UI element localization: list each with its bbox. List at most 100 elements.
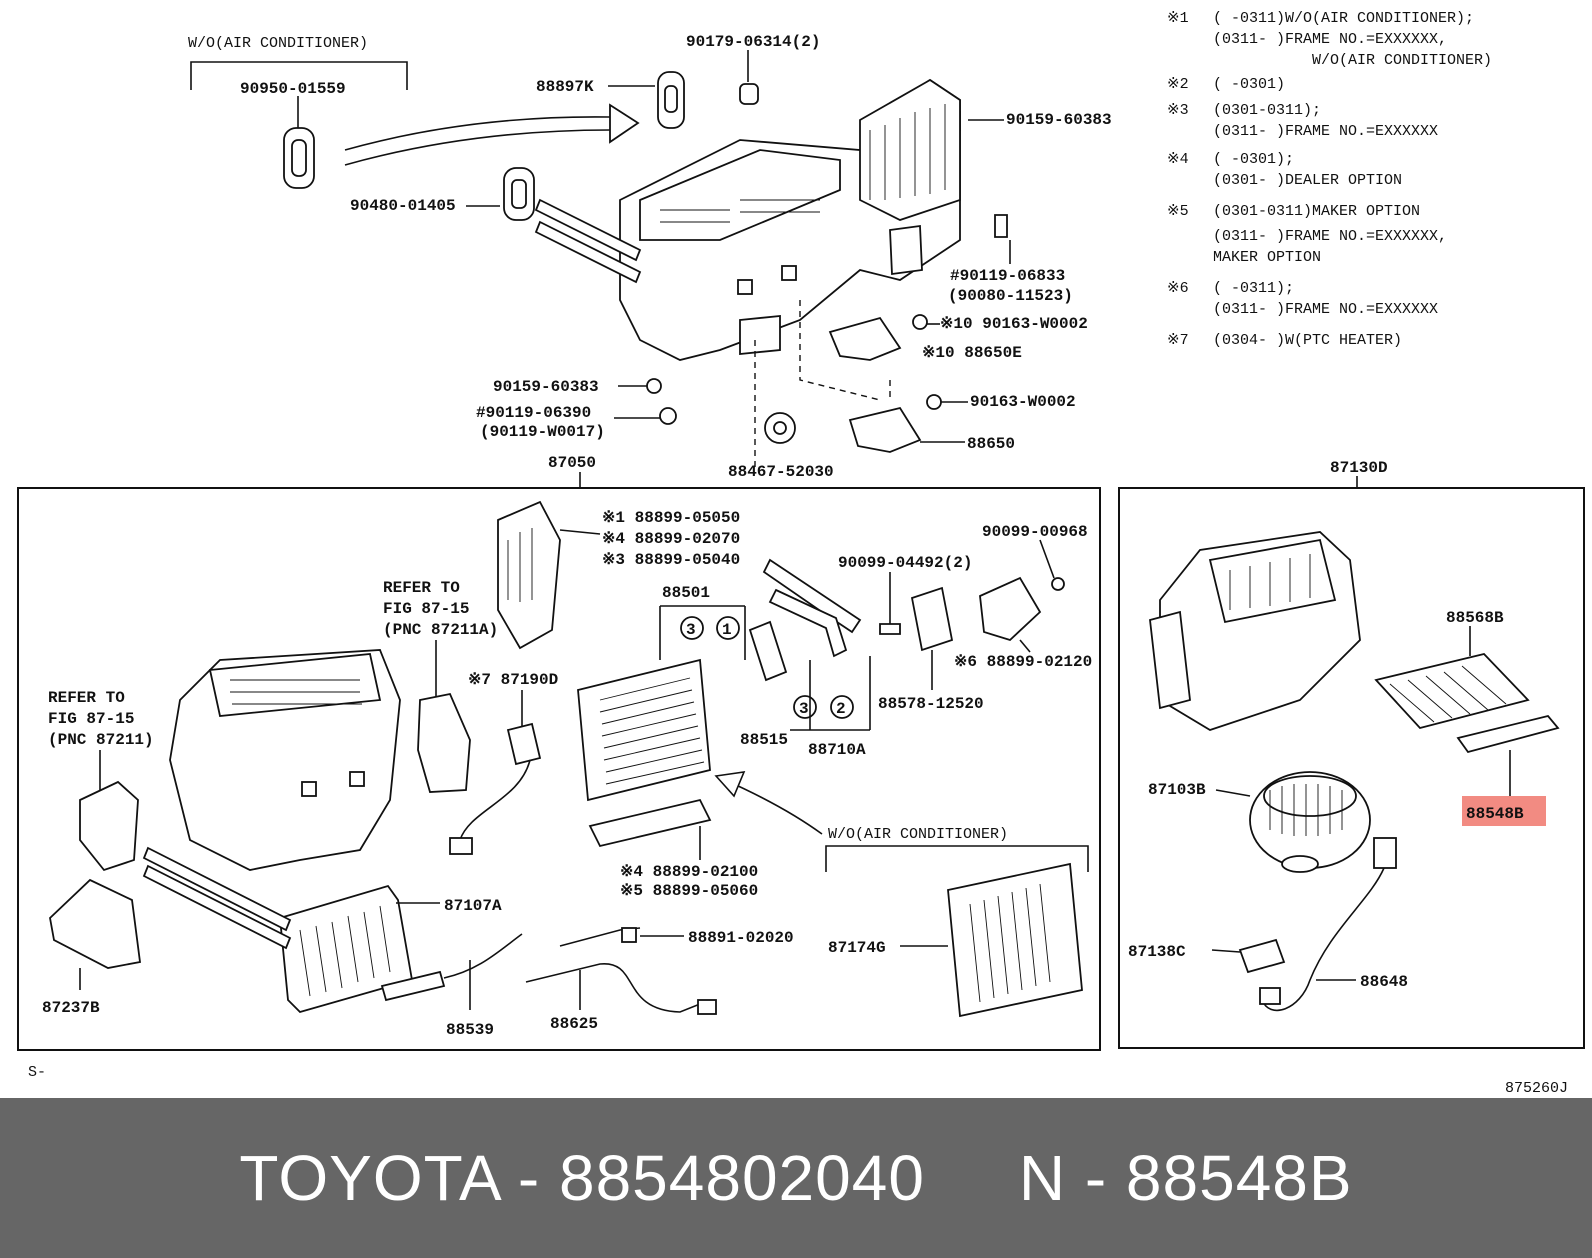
label-10-88650E[interactable]: ※10 88650E: [922, 344, 1022, 362]
label-87103B[interactable]: 87103B: [1148, 781, 1206, 799]
part-88578-12520[interactable]: [910, 586, 954, 652]
pipe-part[interactable]: [762, 558, 862, 634]
parts-diagram: W/O(AIR CONDITIONER) 90950-01559 90179-0…: [17, 10, 1585, 1097]
part-87174G[interactable]: [947, 862, 1083, 1018]
label-87237B[interactable]: 87237B: [42, 999, 100, 1017]
part-87190D[interactable]: [506, 722, 542, 766]
fig-87-15-2[interactable]: FIG 87-15: [48, 710, 134, 728]
blower-housing[interactable]: [1149, 531, 1361, 731]
corner-right-code: 875260J: [1505, 1080, 1568, 1097]
part-87138C[interactable]: [1238, 938, 1286, 974]
label-88548B[interactable]: 88548B: [1466, 805, 1524, 823]
label-6-88899-02120[interactable]: ※6 88899-02120: [954, 653, 1092, 671]
connector-88648-b: [1259, 987, 1281, 1005]
box-right-title[interactable]: 87130D: [1330, 459, 1388, 477]
label-90159-60383-mid[interactable]: 90159-60383: [493, 378, 599, 396]
part-88548B[interactable]: [1456, 714, 1560, 754]
label-4-88899-02070[interactable]: ※4 88899-02070: [602, 530, 740, 548]
evaporator-88501[interactable]: [577, 658, 711, 802]
refer-to-1[interactable]: REFER TO: [383, 579, 460, 597]
label-88467-52030[interactable]: 88467-52030: [728, 463, 834, 481]
hvac-unit-left[interactable]: [169, 649, 401, 871]
footer-sep-1: -: [499, 1142, 559, 1214]
label-87174G[interactable]: 87174G: [828, 939, 886, 957]
label-88650[interactable]: 88650: [967, 435, 1015, 453]
part-88650E[interactable]: [828, 316, 902, 361]
note-mark-2: ※2: [1167, 76, 1189, 93]
hvac-unit-top[interactable]: [534, 78, 961, 361]
footer-pnc[interactable]: 88548B: [1125, 1142, 1353, 1214]
label-88625[interactable]: 88625: [550, 1015, 598, 1033]
wo-ac-label-top: W/O(AIR CONDITIONER): [188, 35, 368, 52]
label-90480-01405[interactable]: 90480-01405: [350, 197, 456, 215]
label-90080-11523[interactable]: (90080-11523): [948, 287, 1073, 305]
wo-ac-label-box: W/O(AIR CONDITIONER): [828, 826, 1008, 843]
label-90163-W0002-lower[interactable]: 90163-W0002: [970, 393, 1076, 411]
duct-part[interactable]: [497, 500, 561, 650]
label-88710A[interactable]: 88710A: [808, 741, 866, 759]
label-7-87190D[interactable]: ※7 87190D: [468, 671, 558, 689]
label-88891-02020[interactable]: 88891-02020: [688, 929, 794, 947]
blower-motor-87103B[interactable]: [1249, 771, 1371, 873]
label-88501[interactable]: 88501: [662, 584, 710, 602]
footer-sep-2: -: [1066, 1142, 1126, 1214]
note-mark-4: ※4: [1167, 151, 1189, 168]
refer-to-2[interactable]: REFER TO: [48, 689, 125, 707]
tray-88899-02100[interactable]: [588, 798, 712, 848]
duct-87211A[interactable]: [417, 692, 471, 793]
label-88648[interactable]: 88648: [1360, 973, 1408, 991]
label-88897K[interactable]: 88897K: [536, 78, 594, 96]
part-88650[interactable]: [848, 406, 922, 453]
circle-ref-1: [716, 616, 740, 640]
footer-text: TOYOTA - 8854802040 N - 88548B: [239, 1141, 1352, 1215]
note-1-line-2: (0311- )FRAME NO.=EXXXXXX,: [1213, 31, 1447, 48]
label-10-90163-W0002[interactable]: ※10 90163-W0002: [940, 315, 1088, 333]
note-mark-1: ※1: [1167, 10, 1189, 27]
note-4-line-1: ( -0301);: [1213, 151, 1294, 168]
top-group: W/O(AIR CONDITIONER) 90950-01559 90179-0…: [188, 33, 1112, 481]
pnc-87211A[interactable]: (PNC 87211A): [383, 621, 498, 639]
label-88539[interactable]: 88539: [446, 1021, 494, 1039]
circle-ref-2-text: 2: [836, 700, 846, 718]
label-90099-00968[interactable]: 90099-00968: [982, 523, 1088, 541]
connector-88648[interactable]: [1373, 837, 1397, 869]
label-87138C[interactable]: 87138C: [1128, 943, 1186, 961]
label-90179-06314[interactable]: 90179-06314(2): [686, 33, 820, 51]
label-88568B[interactable]: 88568B: [1446, 609, 1504, 627]
label-88515[interactable]: 88515: [740, 731, 788, 749]
box-87050: 87050 ※1 88899-05050 ※4 88899-02070 ※3 8…: [17, 454, 1101, 1051]
label-88578-12520[interactable]: 88578-12520: [878, 695, 984, 713]
label-5-88899-05060[interactable]: ※5 88899-05060: [620, 882, 758, 900]
label-87107A[interactable]: 87107A: [444, 897, 502, 915]
pnc-87211[interactable]: (PNC 87211): [48, 731, 154, 749]
note-mark-7: ※7: [1167, 332, 1189, 349]
note-1-line-3: W/O(AIR CONDITIONER): [1213, 52, 1492, 69]
label-4-88899-02100[interactable]: ※4 88899-02100: [620, 863, 758, 881]
box-left-title[interactable]: 87050: [548, 454, 596, 472]
part-87237B[interactable]: [49, 878, 142, 969]
notes-block: ※1 ( -0311)W/O(AIR CONDITIONER); (0311- …: [1167, 10, 1492, 349]
highlight-88548B: [1462, 796, 1546, 826]
duct-87211[interactable]: [79, 780, 139, 872]
part-88515[interactable]: [748, 620, 788, 682]
part-88539[interactable]: [380, 970, 446, 1002]
footer-part-number[interactable]: 8854802040: [558, 1142, 925, 1214]
label-1-88899-05050[interactable]: ※1 88899-05050: [602, 509, 740, 527]
note-mark-6: ※6: [1167, 280, 1189, 297]
label-90950-01559[interactable]: 90950-01559: [240, 80, 346, 98]
nut-part[interactable]: [739, 83, 759, 105]
part-88899-02120[interactable]: [979, 576, 1042, 642]
filter-88568B[interactable]: [1374, 653, 1530, 730]
note-1-line-1: ( -0311)W/O(AIR CONDITIONER);: [1213, 10, 1474, 27]
label-90099-04492[interactable]: 90099-04492(2): [838, 554, 972, 572]
footer-gap: [925, 1142, 1019, 1214]
heater-core-87107A[interactable]: [142, 846, 414, 1014]
diagram-canvas: W/O(AIR CONDITIONER) 90950-01559 90179-0…: [17, 10, 1585, 1097]
label-90119-06833[interactable]: #90119-06833: [950, 267, 1065, 285]
label-90119-W0017[interactable]: (90119-W0017): [480, 423, 605, 441]
label-90159-60383-top[interactable]: 90159-60383: [1006, 111, 1112, 129]
fig-87-15-1[interactable]: FIG 87-15: [383, 600, 469, 618]
label-90119-06390[interactable]: #90119-06390: [476, 404, 591, 422]
note-3-line-2: (0311- )FRAME NO.=EXXXXXX: [1213, 123, 1438, 140]
label-3-88899-05040[interactable]: ※3 88899-05040: [602, 551, 740, 569]
